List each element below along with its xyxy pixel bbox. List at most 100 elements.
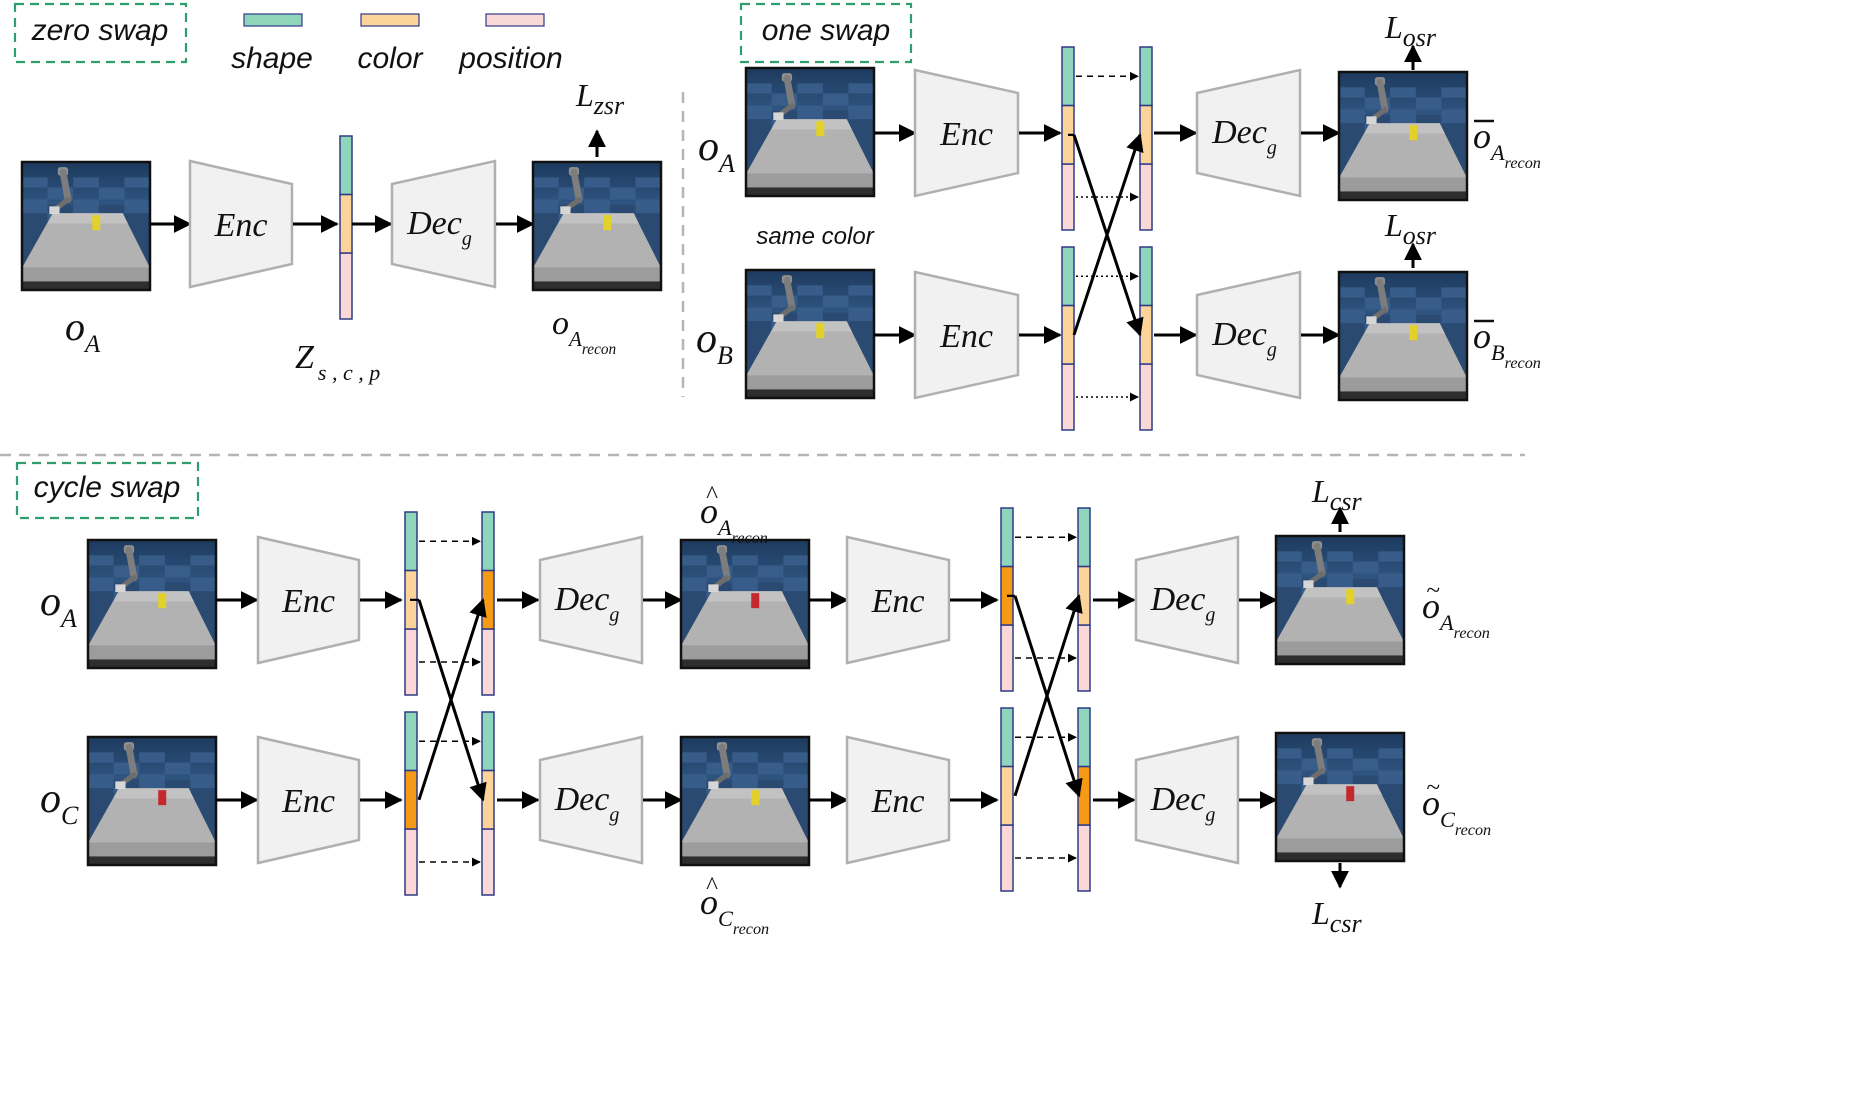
- image-frame: [86, 538, 218, 670]
- latent-vector: [404, 711, 418, 896]
- decoder-block: [390, 159, 497, 289]
- subscript: B: [717, 341, 733, 370]
- scene: [1339, 72, 1467, 200]
- shape-segment: [339, 135, 353, 196]
- scene: [22, 162, 150, 290]
- scene: [1276, 733, 1404, 861]
- observation-image-cycle-C-hat: [681, 737, 809, 865]
- loss-symbol: L: [1311, 895, 1330, 931]
- shape-segment: [1061, 46, 1075, 107]
- sub-subscript: recon: [582, 341, 617, 358]
- o-tilde-C-recon: oCrecon: [1422, 783, 1491, 839]
- decoder-subscript: g: [1267, 137, 1277, 159]
- observation-image-cycle-A-tilde: [1276, 536, 1404, 664]
- position-segment: [481, 828, 495, 896]
- loss-symbol: L: [1384, 207, 1403, 243]
- o-symbol: o: [696, 316, 717, 362]
- o-hat-C-recon: oCrecon: [700, 882, 769, 938]
- position-segment: [1061, 163, 1075, 231]
- encoder-block: [845, 535, 951, 665]
- encoder-block: [256, 735, 361, 865]
- o-A-recon-zero: oArecon: [552, 305, 617, 358]
- decoder-name: Dec: [1150, 581, 1206, 618]
- hat-accent: ^: [706, 482, 719, 509]
- one-swap-box: [739, 2, 913, 64]
- position-segment: [1139, 363, 1153, 431]
- position-segment: [404, 828, 418, 896]
- arrow: [1072, 133, 1144, 336]
- color-segment: [481, 569, 495, 630]
- o-symbol: o: [1473, 316, 1491, 356]
- legend-position-label: position: [458, 42, 562, 75]
- o-B-one: oB: [696, 316, 733, 370]
- sub-subscript: recon: [732, 529, 768, 547]
- shape-segment: [1000, 707, 1014, 768]
- loss-zsr: Lzsr: [575, 77, 625, 120]
- shape-segment: [1139, 46, 1153, 107]
- shape-segment: [1000, 507, 1014, 568]
- loss-csr-top: Lcsr: [1311, 473, 1362, 516]
- image-frame: [1337, 270, 1469, 402]
- latent-vector: [1077, 507, 1091, 692]
- loss-subscript: osr: [1403, 221, 1437, 250]
- color-segment: [481, 769, 495, 830]
- o-A-zero: oA: [65, 304, 101, 358]
- scene: [1339, 272, 1467, 400]
- shape-segment: [481, 711, 495, 772]
- encoder-label: Enc: [871, 583, 925, 620]
- decoder-block: [538, 535, 644, 665]
- position-segment: [1139, 163, 1153, 231]
- color-segment: [404, 769, 418, 830]
- color-segment: [339, 193, 353, 254]
- o-symbol: o: [1422, 586, 1440, 626]
- o-C-cycle: oC: [40, 776, 79, 830]
- encoder-label: Enc: [871, 783, 925, 820]
- decoder-label: Decg: [1150, 581, 1216, 626]
- latent-vector: [404, 511, 418, 696]
- loss-symbol: L: [1384, 9, 1403, 45]
- encoder-block: [913, 68, 1020, 198]
- z-subscript: s , c , p: [318, 360, 380, 385]
- latent-vector: [1061, 46, 1075, 231]
- shape-segment: [481, 511, 495, 572]
- scene: [1276, 536, 1404, 664]
- decoder-label: Decg: [1211, 316, 1277, 361]
- subscript: A: [716, 515, 732, 540]
- position-segment: [404, 628, 418, 696]
- object-block: [751, 593, 760, 609]
- latent-vector: [1077, 707, 1091, 892]
- image-frame: [1274, 534, 1406, 666]
- decoder-block: [1134, 735, 1240, 865]
- loss-osr-B: Losr: [1384, 207, 1437, 250]
- shape-segment: [1139, 246, 1153, 307]
- observation-image-one-A-recon: [1339, 72, 1467, 200]
- position-segment: [1077, 824, 1091, 892]
- sub-subscript: recon: [1505, 354, 1541, 372]
- object-block: [1409, 325, 1418, 341]
- decoder-subscript: g: [1205, 804, 1215, 826]
- image-frame: [1337, 70, 1469, 202]
- encoder-label: Enc: [939, 116, 993, 153]
- o-A-cycle: oA: [40, 579, 77, 633]
- latent-vector: [339, 135, 353, 320]
- encoder-block: [845, 735, 951, 865]
- hat-accent: ^: [706, 873, 719, 900]
- o-symbol: o: [1473, 116, 1491, 156]
- decoder-block: [1195, 270, 1302, 400]
- encoder-label: Enc: [281, 783, 335, 820]
- o-symbol: o: [65, 304, 85, 349]
- latent-vector: [481, 511, 495, 696]
- shape-segment: [1077, 507, 1091, 568]
- position-segment: [339, 252, 353, 320]
- encoder-block: [256, 535, 361, 665]
- decoder-name: Dec: [554, 581, 610, 618]
- observation-image-cycle-C: [88, 737, 216, 865]
- subscript: A: [83, 331, 101, 358]
- shape-segment: [404, 711, 418, 772]
- subscript: C: [61, 801, 79, 830]
- shape-segment: [1077, 707, 1091, 768]
- decoder-subscript: g: [1267, 339, 1277, 361]
- decoder-name: Dec: [554, 781, 610, 818]
